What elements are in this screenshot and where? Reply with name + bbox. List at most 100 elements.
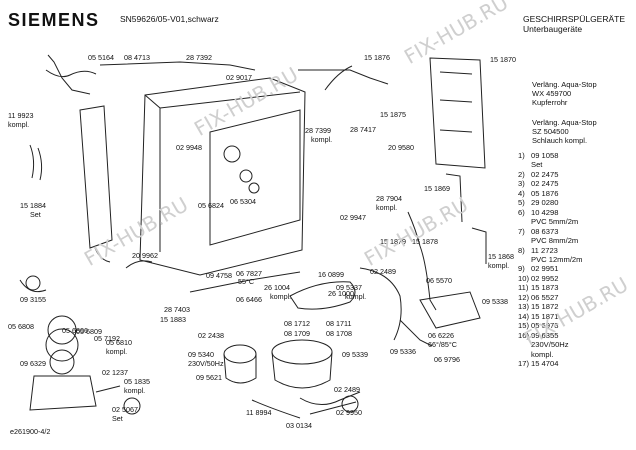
legend-part: 05 1876: [531, 188, 559, 198]
legend-part: 05 6973: [531, 321, 559, 331]
part-label: 15 1875: [380, 110, 406, 119]
part-label: 55°C: [238, 277, 254, 286]
part-label: 08 1709: [284, 329, 310, 338]
part-label: 26 1000: [328, 289, 354, 298]
legend-row: 17)15 4704: [518, 359, 582, 368]
part-label: 05 6809: [76, 327, 102, 336]
part-label: 02 9017: [226, 73, 252, 82]
part-label: kompl.: [124, 386, 145, 395]
part-label: 09 5621: [196, 373, 222, 382]
part-label: 05 6806: [62, 326, 88, 335]
legend-part: 15 1872: [531, 302, 559, 312]
legend-number: 15): [518, 321, 529, 331]
part-label: 09 3155: [20, 295, 46, 304]
part-label: 06 7827: [236, 269, 262, 278]
legend-row: PVC 5mm/2m: [518, 217, 582, 226]
legend-part: kompl.: [531, 349, 554, 359]
legend-part: 02 2475: [531, 169, 559, 179]
category-title: GESCHIRRSPÜLGERÄTE: [523, 14, 626, 24]
part-label: 15 1883: [160, 315, 186, 324]
legend-part: 06 5527: [531, 292, 559, 302]
part-label: 28 7399: [305, 126, 331, 135]
note-aqua-stop-hose: Verläng. Aqua-Stop SZ 504500 Schlauch ko…: [532, 118, 597, 145]
part-label: 05 6808: [8, 322, 34, 331]
legend-row: 4) 05 1876: [518, 189, 582, 198]
legend-part: Set: [531, 160, 543, 170]
subcategory-title: Unterbaugeräte: [523, 24, 583, 34]
part-label: 02 5067: [112, 405, 138, 414]
legend-row: 1) 09 1058: [518, 151, 582, 160]
legend-part: 10 4298: [531, 207, 559, 217]
part-label: kompl.: [8, 120, 29, 129]
part-label: 06 5570: [426, 276, 452, 285]
part-label: 02 2489: [370, 267, 396, 276]
part-label: e261900-4/2: [10, 427, 50, 436]
legend-part: 02 9951: [531, 264, 559, 274]
part-label: 15 1868: [488, 252, 514, 261]
legend-row: 12)06 5527: [518, 293, 582, 302]
part-label: 66°/85°C: [428, 340, 457, 349]
part-label: 09 5340: [188, 350, 214, 359]
part-label: 20 9962: [132, 251, 158, 260]
legend-part: 09 1058: [531, 151, 559, 160]
part-label: 09 6329: [20, 359, 46, 368]
legend-number: 5): [518, 198, 525, 208]
legend-row: 230V/50Hz: [518, 340, 582, 349]
part-label: 09 5339: [342, 350, 368, 359]
part-label: kompl.: [311, 135, 332, 144]
legend-row: 16)09 6355: [518, 331, 582, 340]
legend-row: PVC 8mm/2m: [518, 236, 582, 245]
part-label: 28 7904: [376, 194, 402, 203]
part-label: 28 7403: [164, 305, 190, 314]
legend-number: 13): [518, 302, 529, 312]
part-label: Set: [112, 414, 123, 423]
legend-row: 8)11 2723: [518, 246, 582, 255]
legend-row: 2) 02 2475: [518, 170, 582, 179]
legend-part: PVC 5mm/2m: [531, 217, 579, 227]
legend-part: 15 1873: [531, 283, 559, 293]
legend-row: 6) 10 4298: [518, 208, 582, 217]
legend-number: [518, 160, 531, 169]
legend-number: 17): [518, 358, 529, 368]
legend-part: 15 4704: [531, 358, 559, 368]
legend-number: 6): [518, 207, 525, 217]
part-label: 02 2489: [334, 385, 360, 394]
brand-logo: SIEMENS: [8, 10, 100, 30]
part-label: 28 7417: [350, 125, 376, 134]
part-label: 02 9950: [336, 408, 362, 417]
part-label: 02 2438: [198, 331, 224, 340]
legend-number: 1): [518, 151, 525, 160]
part-label: 02 9947: [340, 213, 366, 222]
legend-row: kompl.: [518, 350, 582, 359]
part-label: 15 1878: [412, 237, 438, 246]
legend-part: 02 9952: [531, 273, 559, 283]
legend-part: 08 6373: [531, 226, 559, 236]
legend-number: 3): [518, 179, 525, 189]
part-label: 09 5337: [336, 283, 362, 292]
legend-number: 16): [518, 330, 529, 340]
legend-part: PVC 8mm/2m: [531, 236, 579, 246]
legend-number: [518, 255, 531, 264]
part-label: Set: [30, 210, 41, 219]
part-label: 05 6824: [198, 201, 224, 210]
legend-part: 02 2475: [531, 179, 559, 189]
part-label: kompl.: [106, 347, 127, 356]
part-label: 15 1879: [380, 237, 406, 246]
part-label: kompl.: [376, 203, 397, 212]
legend-row: Set: [518, 160, 582, 169]
legend-row: 5)29 0280: [518, 198, 582, 207]
part-label: 08 4713: [124, 53, 150, 62]
part-label: 11 8994: [246, 408, 271, 417]
legend-number: 2): [518, 169, 525, 179]
part-label: 26 1004: [264, 283, 290, 292]
part-label: 02 1237: [102, 368, 128, 377]
part-label: 15 1870: [490, 55, 516, 64]
part-label: 28 7392: [186, 53, 212, 62]
part-label: kompl.: [270, 292, 291, 301]
part-label: 09 5338: [482, 297, 508, 306]
legend-row: PVC 12mm/2m: [518, 255, 582, 264]
legend-number: 4): [518, 188, 525, 198]
legend-number: 14): [518, 311, 529, 321]
legend-row: 15)05 6973: [518, 321, 582, 330]
